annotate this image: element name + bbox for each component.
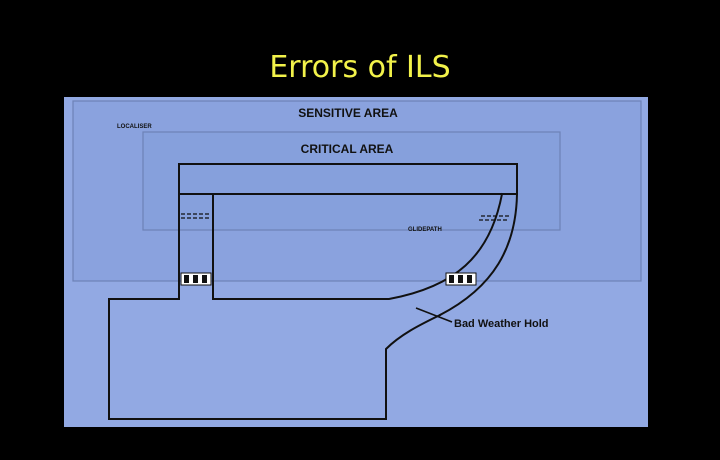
ils-critical-area-diagram: SENSITIVE AREA CRITICAL AREA LOCALISER G…	[64, 97, 648, 427]
localiser-label: LOCALISER	[117, 124, 152, 130]
left-hold-bar	[180, 272, 212, 286]
sensitive-area-label: SENSITIVE AREA	[298, 106, 398, 120]
bad-weather-hold-label: Bad Weather Hold	[454, 318, 549, 330]
holding-bay-outline	[108, 298, 442, 420]
glidepath-label: GLIDEPATH	[408, 227, 442, 233]
bad-weather-hold-leader	[415, 307, 453, 323]
curved-taxiway-outer-edge	[438, 192, 519, 317]
slide-title: Errors of ILS	[269, 50, 451, 85]
right-hold-bar	[445, 272, 477, 286]
critical-area-label: CRITICAL AREA	[301, 142, 394, 156]
bottom-taxiway-edge	[212, 192, 504, 300]
